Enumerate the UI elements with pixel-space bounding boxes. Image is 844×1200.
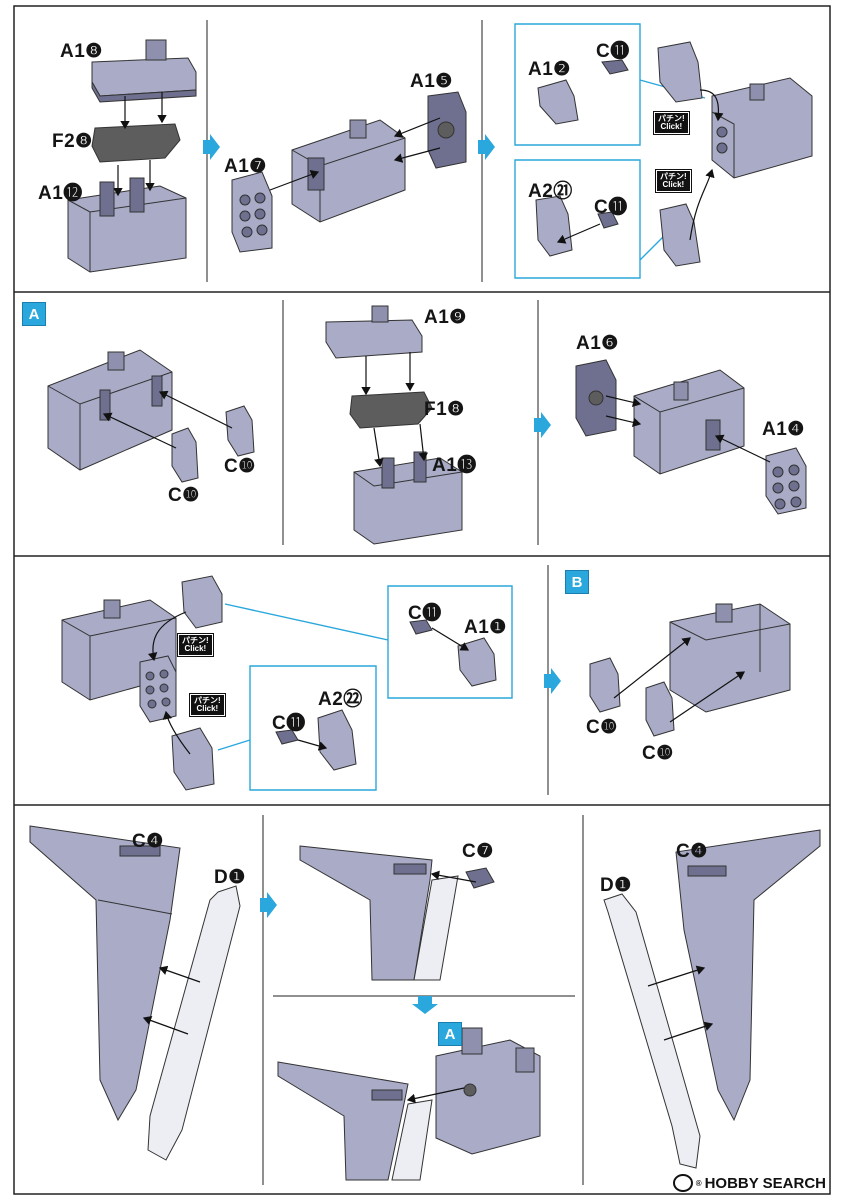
label-a1-9: A1❾ [424, 307, 467, 328]
label-c-10-c: C❿ [586, 717, 618, 738]
watermark-logo-icon [672, 1174, 693, 1192]
label-d-1-a: D❶ [214, 867, 246, 888]
badge-a: A [22, 302, 46, 326]
label-c-11-d: C⓫ [272, 713, 306, 734]
label-a1-4: A1❹ [762, 419, 805, 440]
watermark-text: HOBBY SEARCH [704, 1174, 826, 1192]
label-a1-7: A1❼ [224, 156, 267, 177]
watermark: ® HOBBY SEARCH [672, 1174, 826, 1192]
click-note-2: パチン!Click! [656, 170, 691, 192]
label-c-7: C❼ [462, 841, 494, 862]
panel1-stack [67, 39, 197, 273]
click-note-4: パチン!Click! [190, 694, 225, 716]
label-c-10-a: C❿ [224, 456, 256, 477]
label-c-10-d: C❿ [642, 743, 674, 764]
step-arrows [203, 134, 561, 1014]
click-note-3: パチン!Click! [178, 634, 213, 656]
label-c-4-a: C❹ [132, 831, 164, 852]
label-c-10-b: C❿ [168, 485, 200, 506]
click-note-1: パチン!Click! [654, 112, 689, 134]
label-a2-22: A2㉒ [318, 689, 363, 710]
label-a1-12: A1⓬ [38, 183, 83, 204]
label-a1-2: A1❷ [528, 59, 571, 80]
label-c-11-b: C⓫ [594, 197, 628, 218]
label-a1-5: A1❺ [410, 71, 453, 92]
label-c-11-c: C⓫ [408, 603, 442, 624]
label-c-11-a: C⓫ [596, 41, 630, 62]
label-a1-1: A1❶ [464, 617, 507, 638]
watermark-reg: ® [695, 1178, 702, 1188]
label-c-4-b: C❹ [676, 841, 708, 862]
label-f1-8: F1❽ [424, 399, 465, 420]
label-f2-8: F2❽ [52, 131, 93, 152]
panel2-box [231, 91, 467, 253]
label-d-1-b: D❶ [600, 875, 632, 896]
callout-box-3 [224, 585, 513, 699]
label-a1-6: A1❻ [576, 333, 619, 354]
label-a2-21: A2㉑ [528, 181, 573, 202]
label-a1-8: A1❽ [60, 41, 103, 62]
page-border [13, 5, 831, 1195]
badge-b: B [565, 570, 589, 594]
label-a1-13: A1⓭ [432, 455, 477, 476]
callout-box-4 [217, 665, 377, 791]
badge-a-2: A [438, 1022, 462, 1046]
